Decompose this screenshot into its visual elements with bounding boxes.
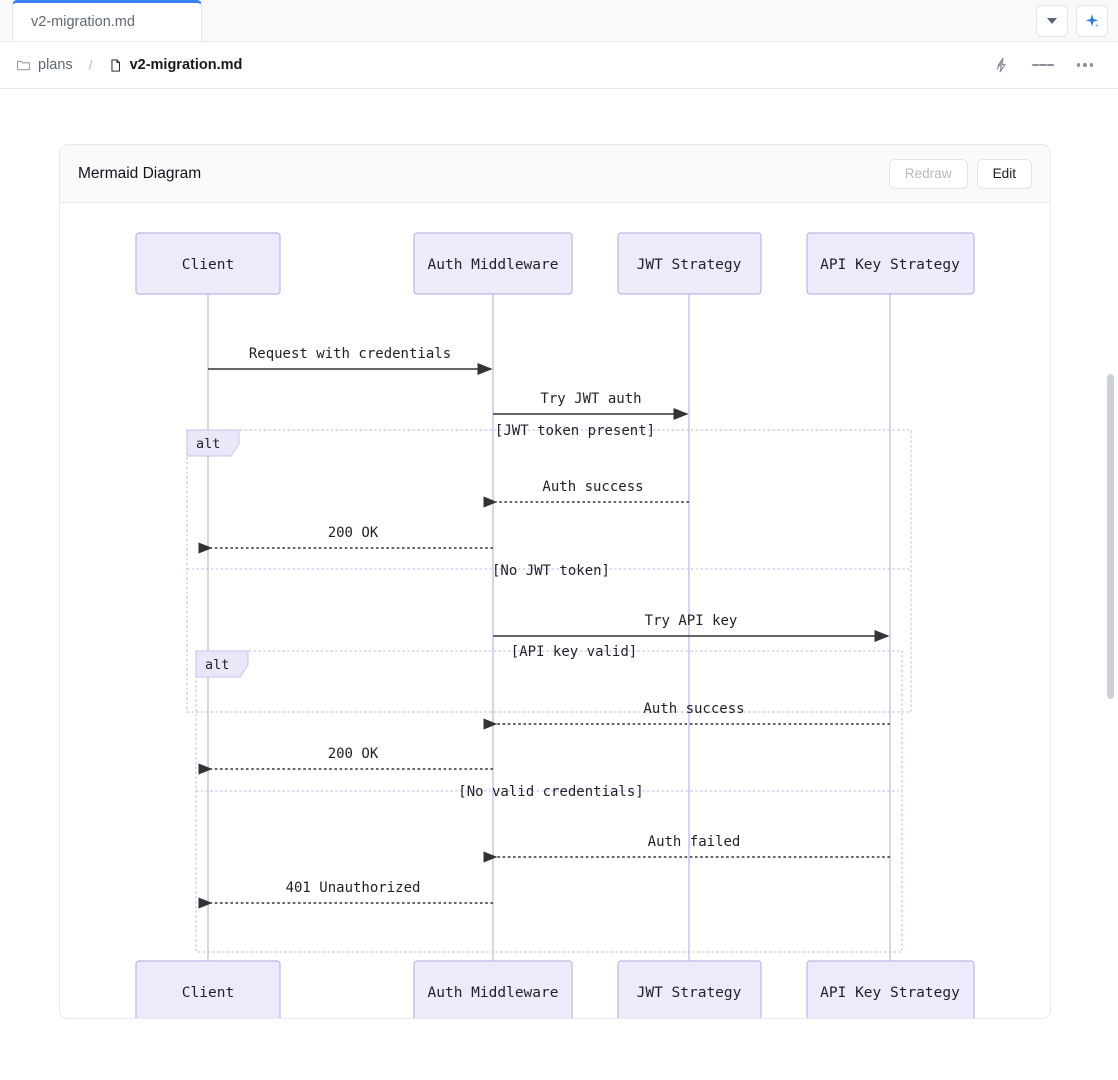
breadcrumb-actions: [990, 54, 1102, 76]
participant-label: API Key Strategy: [820, 985, 960, 1001]
mermaid-diagram-canvas: alt alt [JWT token present] [No JWT toke…: [60, 203, 1050, 1018]
folder-icon: [16, 60, 31, 70]
vertical-scrollbar[interactable]: [1103, 89, 1118, 1080]
message-label: Try JWT auth: [540, 391, 641, 407]
message-label: 200 OK: [328, 525, 379, 541]
message-200-ok-api: 200 OK: [198, 746, 493, 775]
message-label: Auth failed: [648, 834, 741, 850]
message-200-ok-jwt: 200 OK: [198, 525, 493, 554]
message-try-api-key: Try API key: [493, 613, 890, 642]
alt-label-inner: alt: [205, 657, 229, 673]
alt-tag-inner: alt: [195, 650, 249, 678]
participant-box-client-top[interactable]: Client: [135, 232, 281, 295]
alt-condition-no-jwt: [No JWT token]: [492, 563, 610, 579]
message-label: 401 Unauthorized: [286, 880, 421, 896]
redraw-button[interactable]: Redraw: [888, 158, 968, 189]
message-auth-success-api: Auth success: [483, 701, 890, 730]
tab-label: v2-migration.md: [31, 14, 135, 30]
tab-dropdown-button[interactable]: [1036, 5, 1068, 37]
message-try-jwt-auth: Try JWT auth: [493, 391, 689, 420]
participant-label: Client: [182, 257, 234, 273]
mermaid-card-actions: Redraw Edit: [888, 158, 1032, 189]
tab-v2-migration[interactable]: v2-migration.md: [12, 0, 202, 41]
new-tab-ai-button[interactable]: [1076, 5, 1108, 37]
document-body: Mermaid Diagram Redraw Edit: [0, 89, 1118, 1080]
chevron-down-icon: [1047, 18, 1057, 24]
breadcrumb-folder[interactable]: plans: [38, 57, 73, 73]
breadcrumb: plans / v2-migration.md: [16, 57, 242, 73]
file-icon: [111, 58, 120, 72]
message-label: Try API key: [645, 613, 738, 629]
alt-tag-outer: alt: [186, 429, 240, 457]
alt-block-inner: [195, 650, 903, 953]
participant-label: Auth Middleware: [428, 985, 559, 1001]
participant-label: JWT Strategy: [637, 257, 742, 273]
sequence-diagram-svg: alt alt [JWT token present] [No JWT toke…: [135, 232, 975, 1018]
edit-button[interactable]: Edit: [976, 158, 1032, 189]
participant-box-client-bottom[interactable]: Client: [135, 960, 281, 1018]
alt-condition-jwt-present: [JWT token present]: [495, 423, 655, 439]
participant-box-auth-middleware-top[interactable]: Auth Middleware: [413, 232, 573, 295]
participant-box-jwt-strategy-top[interactable]: JWT Strategy: [617, 232, 762, 295]
breadcrumb-separator: /: [88, 57, 93, 73]
mermaid-card-header: Mermaid Diagram Redraw Edit: [60, 145, 1050, 203]
sparkle-icon: [1085, 14, 1099, 28]
message-label: Auth success: [542, 479, 643, 495]
alt-condition-api-valid: [API key valid]: [511, 644, 637, 660]
message-auth-success-jwt: Auth success: [483, 479, 689, 508]
message-label: Request with credentials: [249, 346, 451, 362]
participant-box-api-key-strategy-top[interactable]: API Key Strategy: [806, 232, 975, 295]
mermaid-diagram-card: Mermaid Diagram Redraw Edit: [59, 144, 1051, 1019]
alt-label-outer: alt: [196, 436, 220, 452]
alt-condition-no-creds: [No valid credentials]: [458, 784, 643, 800]
participant-box-auth-middleware-bottom[interactable]: Auth Middleware: [413, 960, 573, 1018]
menu-icon[interactable]: [1032, 54, 1054, 76]
lightning-icon[interactable]: [990, 54, 1012, 76]
participant-label: API Key Strategy: [820, 257, 960, 273]
breadcrumb-file[interactable]: v2-migration.md: [129, 57, 243, 73]
message-auth-failed: Auth failed: [483, 834, 890, 863]
lifelines: [207, 293, 891, 963]
more-icon[interactable]: [1074, 54, 1096, 76]
alt-block-outer: [186, 429, 912, 713]
participant-label: Client: [182, 985, 234, 1001]
message-request-with-credentials: Request with credentials: [208, 346, 493, 375]
tab-actions: [1036, 5, 1108, 37]
participant-box-api-key-strategy-bottom[interactable]: API Key Strategy: [806, 960, 975, 1018]
mermaid-card-title: Mermaid Diagram: [78, 164, 202, 182]
breadcrumb-bar: plans / v2-migration.md: [0, 42, 1118, 89]
participant-label: Auth Middleware: [428, 257, 559, 273]
message-label: 200 OK: [328, 746, 379, 762]
participant-label: JWT Strategy: [637, 985, 742, 1001]
scrollbar-thumb[interactable]: [1107, 374, 1114, 699]
message-label: Auth success: [643, 701, 744, 717]
participant-box-jwt-strategy-bottom[interactable]: JWT Strategy: [617, 960, 762, 1018]
message-401-unauthorized: 401 Unauthorized: [198, 880, 493, 909]
tab-strip: v2-migration.md: [0, 0, 1118, 42]
